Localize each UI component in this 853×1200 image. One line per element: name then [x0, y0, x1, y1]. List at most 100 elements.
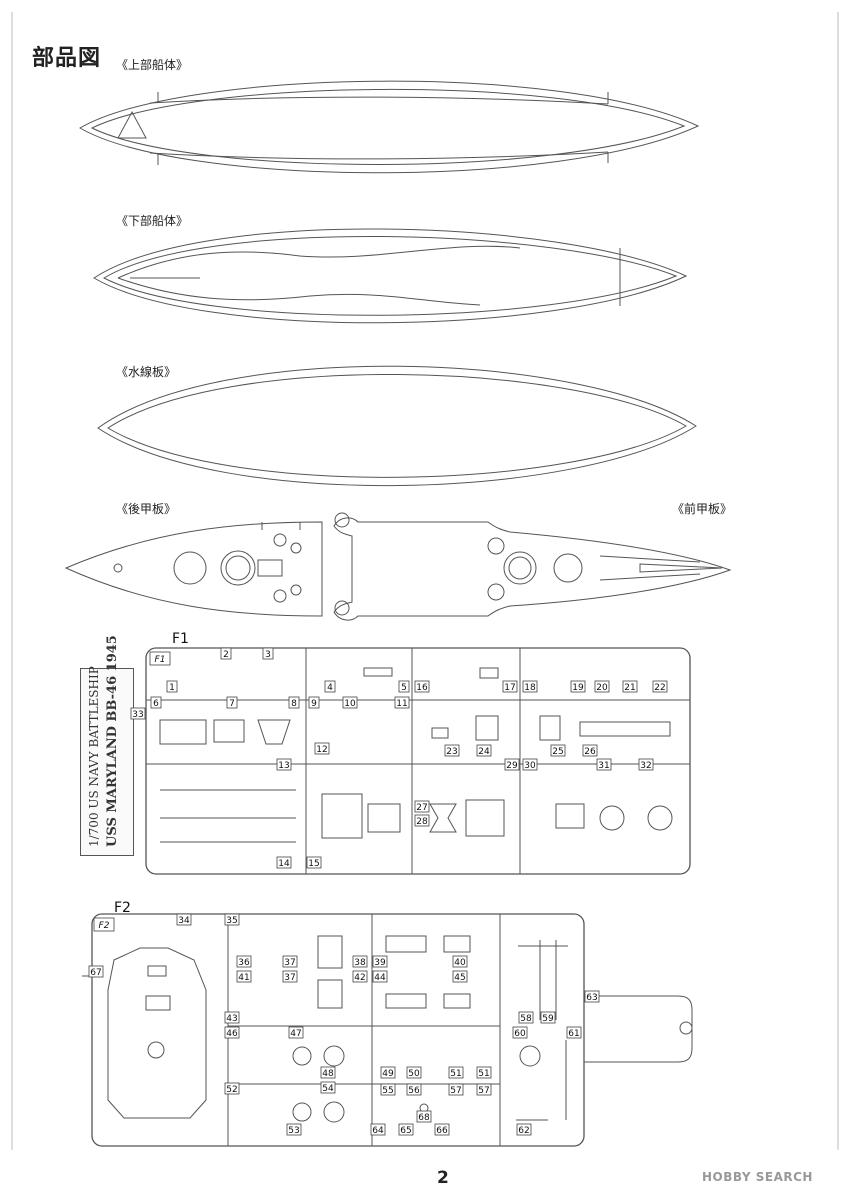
svg-text:63: 63: [586, 993, 597, 1003]
f1-part-22: 22: [652, 680, 668, 693]
svg-text:24: 24: [478, 747, 490, 757]
f2-part-56: 56: [406, 1083, 422, 1096]
sprue-f2-tag: F2: [93, 917, 115, 932]
svg-text:47: 47: [290, 1029, 301, 1039]
page-number: 2: [437, 1168, 449, 1188]
svg-text:31: 31: [598, 761, 609, 771]
sprue-f1-label: F1: [172, 631, 189, 647]
svg-text:29: 29: [506, 761, 518, 771]
f2-part-47: 47: [288, 1026, 304, 1039]
f2-part-45: 45: [452, 970, 468, 983]
svg-text:64: 64: [372, 1126, 384, 1136]
svg-text:46: 46: [226, 1029, 238, 1039]
f1-part-12: 12: [314, 742, 330, 755]
f1-part-21: 21: [622, 680, 638, 693]
f2-part-36: 36: [236, 955, 252, 968]
svg-text:F1: F1: [155, 655, 166, 665]
svg-text:4: 4: [327, 683, 333, 693]
f1-part-9: 9: [308, 696, 320, 709]
svg-text:22: 22: [654, 683, 665, 693]
label-rear-deck: 《後甲板》: [116, 502, 177, 516]
svg-text:20: 20: [596, 683, 608, 693]
page-title: 部品図: [32, 46, 102, 71]
f2-part-41: 41: [236, 970, 252, 983]
f1-part-17: 17: [502, 680, 518, 693]
svg-text:11: 11: [396, 699, 407, 709]
f2-part-59: 59: [540, 1011, 556, 1024]
svg-text:10: 10: [344, 699, 356, 709]
f1-part-31: 31: [596, 758, 612, 771]
svg-text:44: 44: [374, 973, 386, 983]
svg-text:51: 51: [478, 1069, 489, 1079]
f1-part-3: 3: [262, 647, 274, 660]
f2-part-68: 68: [416, 1110, 432, 1123]
svg-text:37: 37: [284, 958, 295, 968]
svg-text:16: 16: [416, 683, 428, 693]
svg-text:52: 52: [226, 1085, 237, 1095]
svg-text:27: 27: [416, 803, 427, 813]
svg-text:48: 48: [322, 1069, 334, 1079]
f2-part-35: 35: [224, 913, 240, 926]
svg-text:56: 56: [408, 1086, 420, 1096]
f1-part-16: 16: [414, 680, 430, 693]
f2-part-58: 58: [518, 1011, 534, 1024]
svg-text:14: 14: [278, 859, 290, 869]
svg-text:9: 9: [311, 699, 317, 709]
f2-part-62: 62: [516, 1123, 532, 1136]
svg-text:57: 57: [450, 1086, 461, 1096]
svg-text:43: 43: [226, 1014, 237, 1024]
svg-text:32: 32: [640, 761, 651, 771]
svg-text:66: 66: [436, 1126, 448, 1136]
f2-part-39: 39: [372, 955, 388, 968]
svg-text:35: 35: [226, 916, 237, 926]
f1-part-30: 30: [522, 758, 538, 771]
f1-part-10: 10: [342, 696, 358, 709]
f2-part-61: 61: [566, 1026, 582, 1039]
f1-part-23: 23: [444, 744, 460, 757]
f2-part-50: 50: [406, 1066, 422, 1079]
svg-text:2: 2: [223, 650, 229, 660]
svg-text:54: 54: [322, 1084, 334, 1094]
svg-text:15: 15: [308, 859, 319, 869]
svg-text:53: 53: [288, 1126, 299, 1136]
sprue-f1-tag: F1: [149, 651, 171, 666]
svg-text:39: 39: [374, 958, 386, 968]
svg-text:59: 59: [542, 1014, 554, 1024]
f2-part-52: 52: [224, 1082, 240, 1095]
svg-text:45: 45: [454, 973, 465, 983]
svg-text:28: 28: [416, 817, 428, 827]
f2-part-66: 66: [434, 1123, 450, 1136]
svg-text:25: 25: [552, 747, 563, 757]
svg-text:65: 65: [400, 1126, 411, 1136]
svg-text:60: 60: [514, 1029, 526, 1039]
f1-part-29: 29: [504, 758, 520, 771]
f1-part-1: 1: [166, 680, 178, 693]
f1-part-11: 11: [394, 696, 410, 709]
svg-text:36: 36: [238, 958, 250, 968]
f2-part-38: 38: [352, 955, 368, 968]
f2-part-49: 49: [380, 1066, 396, 1079]
svg-text:18: 18: [524, 683, 536, 693]
rear-deck-drawing: [64, 521, 323, 617]
sprue-f2-frame: [82, 913, 693, 1147]
f1-part-25: 25: [550, 744, 566, 757]
svg-text:26: 26: [584, 747, 596, 757]
f2-part-53: 53: [286, 1123, 302, 1136]
svg-text:12: 12: [316, 745, 327, 755]
label-front-deck: 《前甲板》: [672, 502, 733, 516]
svg-text:40: 40: [454, 958, 466, 968]
f1-part-13: 13: [276, 758, 292, 771]
f2-part-42: 42: [352, 970, 368, 983]
svg-text:58: 58: [520, 1014, 532, 1024]
label-waterline-plate: 《水線板》: [116, 365, 177, 379]
f1-part-2: 2: [220, 647, 232, 660]
svg-text:38: 38: [354, 958, 366, 968]
sprue-f2-label: F2: [114, 900, 131, 916]
svg-text:49: 49: [382, 1069, 394, 1079]
f2-part-44: 44: [372, 970, 388, 983]
f1-part-28: 28: [414, 814, 430, 827]
f2-part-37: 37: [282, 970, 298, 983]
f2-part-63: 63: [584, 990, 600, 1003]
